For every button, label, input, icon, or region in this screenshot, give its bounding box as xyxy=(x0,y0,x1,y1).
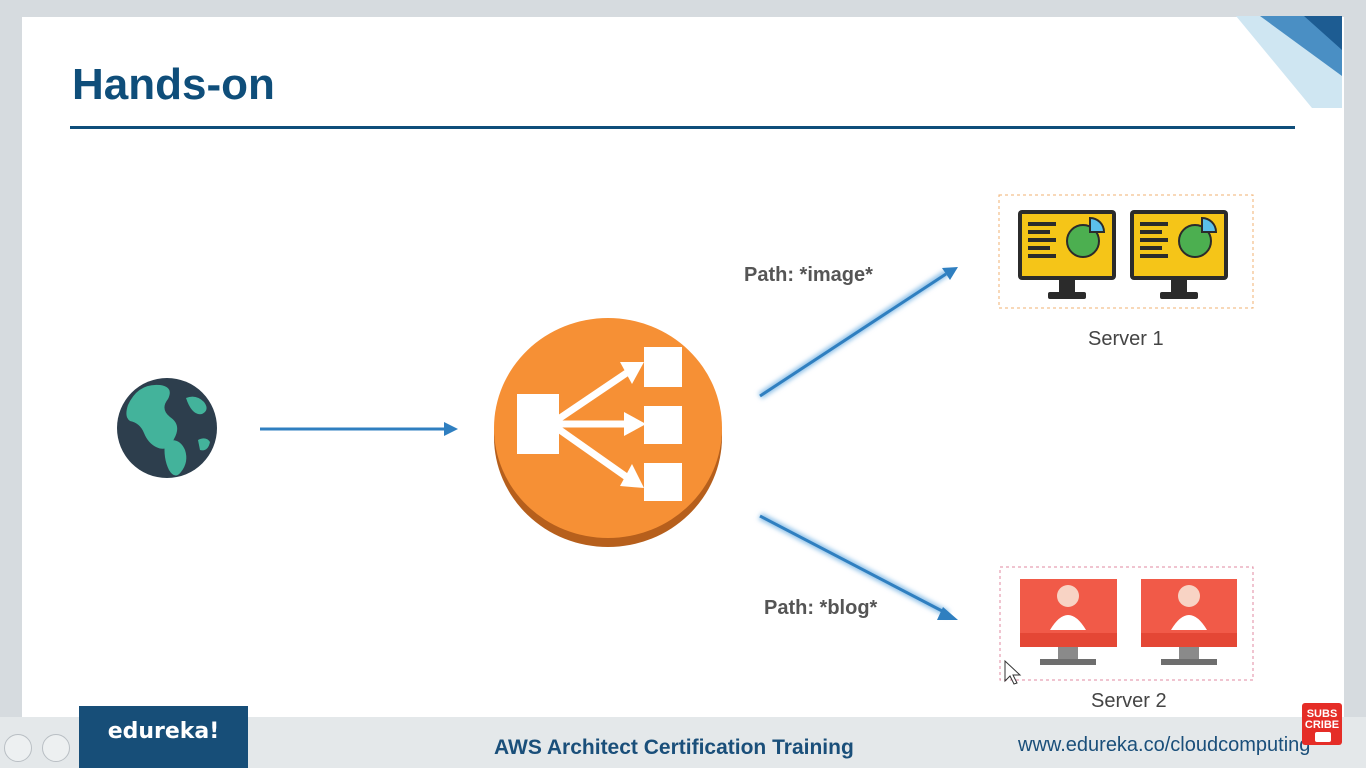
mouse-cursor-icon xyxy=(1004,659,1022,685)
page-title: Hands-on xyxy=(72,60,275,109)
edge-label-server-1: Path: *image* xyxy=(744,264,873,286)
load-balancer-icon xyxy=(494,318,722,547)
subscribe-text-line-2: CRIBE xyxy=(1304,719,1340,731)
user-monitor-icon xyxy=(1020,579,1117,665)
server-2-label: Server 2 xyxy=(1091,690,1167,712)
logo-text: edureka! xyxy=(107,719,220,744)
footer-course-title: AWS Architect Certification Training xyxy=(494,736,854,759)
subscribe-text-line-1: SUBS xyxy=(1306,708,1338,720)
edge-label-server-2: Path: *blog* xyxy=(764,597,878,619)
play-icon xyxy=(1315,732,1331,742)
previous-slide-icon[interactable] xyxy=(4,734,32,762)
dashboard-monitor-icon xyxy=(1018,210,1116,299)
next-slide-icon[interactable] xyxy=(42,734,70,762)
globe-icon xyxy=(117,378,217,478)
title-underline xyxy=(70,126,1295,129)
server-1-group xyxy=(998,194,1254,309)
server-2-group xyxy=(999,566,1254,681)
arrow-balancer-to-server-1 xyxy=(758,267,958,399)
footer-url: www.edureka.co/cloudcomputing xyxy=(1018,734,1311,756)
arrow-balancer-to-server-2 xyxy=(758,512,958,620)
server-1-label: Server 1 xyxy=(1088,328,1164,350)
corner-decoration xyxy=(1236,16,1342,108)
arrow-internet-to-balancer xyxy=(260,422,458,436)
user-monitor-icon xyxy=(1141,579,1237,665)
edureka-logo: edureka! xyxy=(79,706,248,768)
subscribe-button[interactable]: SUBS CRIBE xyxy=(1302,703,1342,745)
dashboard-monitor-icon xyxy=(1130,210,1228,299)
